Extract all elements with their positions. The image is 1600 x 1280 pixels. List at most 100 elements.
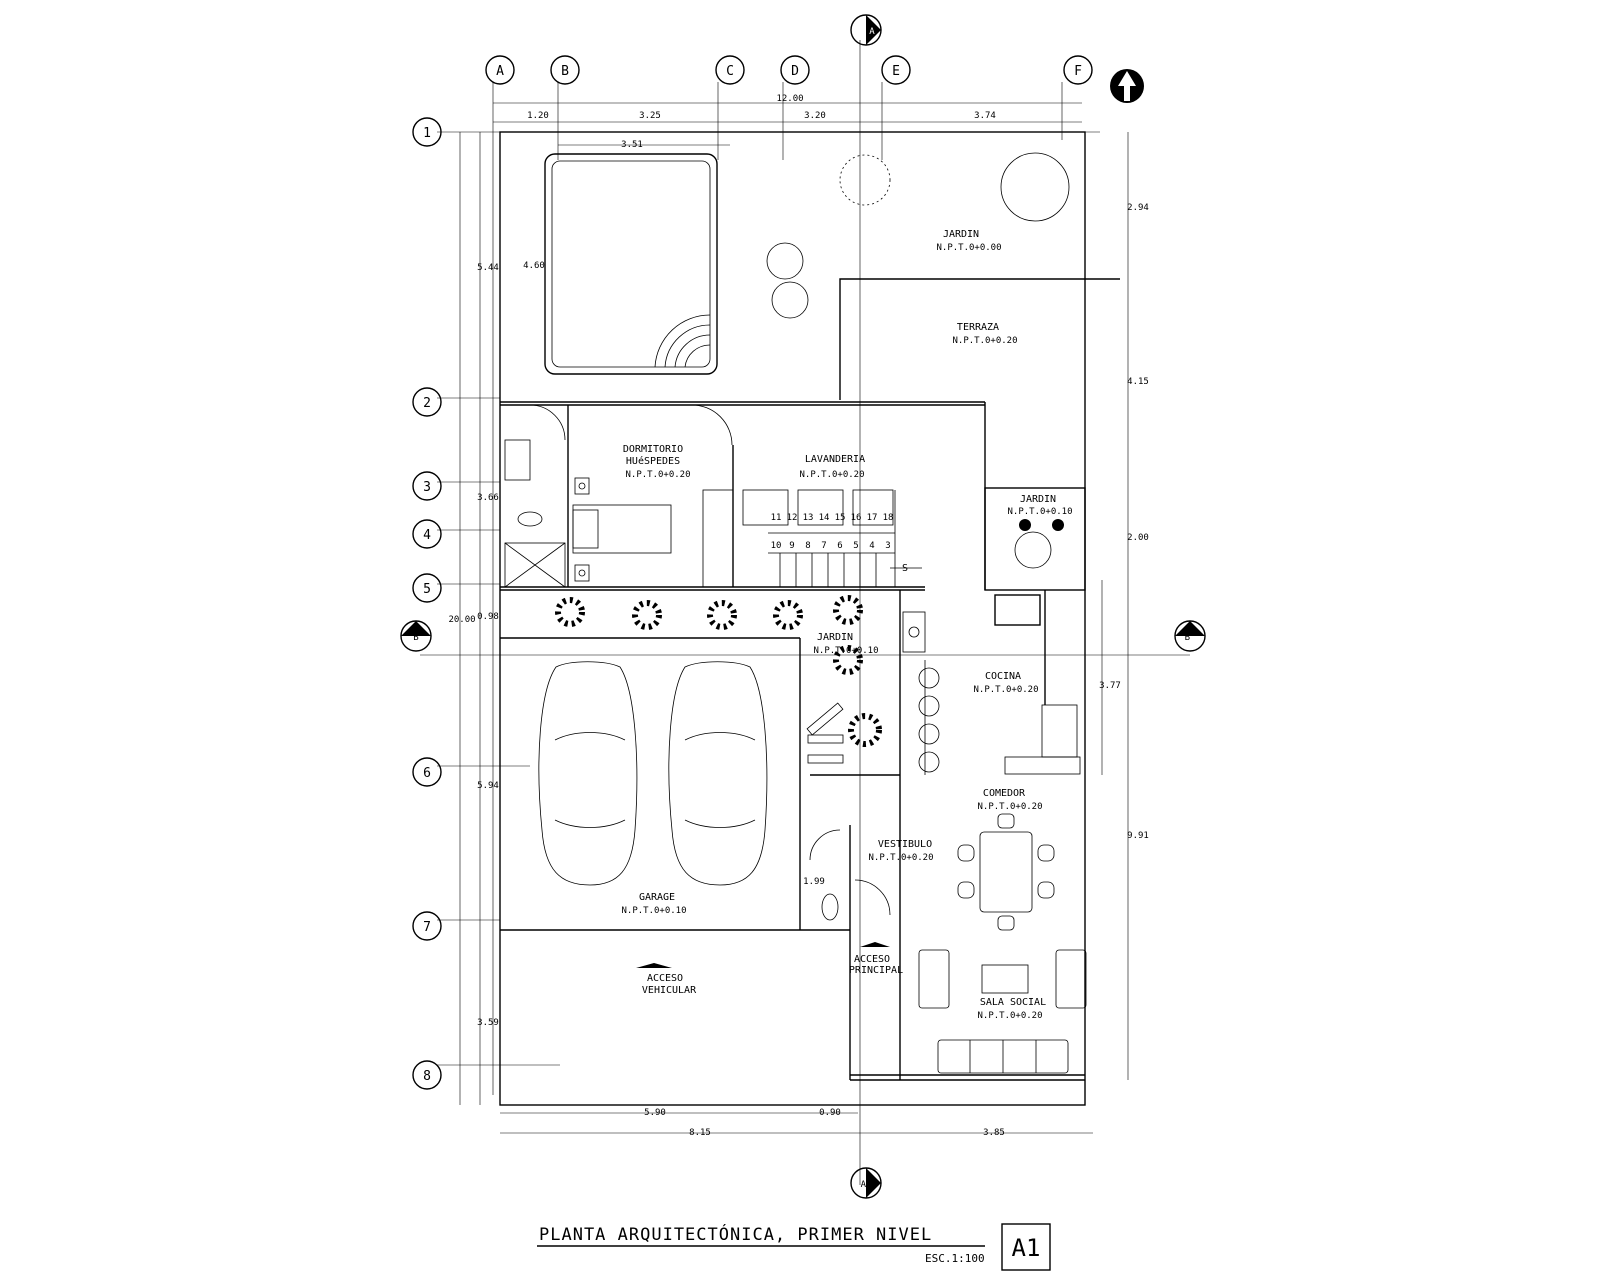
axis-bubble-e: E bbox=[881, 55, 911, 85]
axis-bubble-c: C bbox=[715, 55, 745, 85]
section-marker-b-right: B' bbox=[1174, 620, 1206, 652]
dim-total-height: 20.00 bbox=[448, 615, 475, 625]
north-arrow-icon bbox=[1110, 69, 1144, 103]
stair-step-number: 11 bbox=[771, 513, 782, 523]
axis-bubble-6: 6 bbox=[412, 757, 442, 787]
jardin-right-level: N.P.T.0+0.10 bbox=[1007, 507, 1072, 517]
left-axis-bubbles: 1 2 3 4 5 6 7 8 bbox=[412, 117, 442, 1090]
dimensions-bottom: 5.90 0.90 8.15 3.85 bbox=[500, 1108, 1093, 1138]
acceso-principal-arrow bbox=[860, 942, 890, 947]
acceso-principal-1: ACCESO bbox=[854, 954, 890, 965]
dim-r1: 2.94 bbox=[1127, 203, 1149, 213]
palm-trees bbox=[555, 595, 882, 747]
bathroom bbox=[504, 404, 566, 588]
axis-bubble-4: 4 bbox=[412, 519, 442, 549]
dormitorio-name-1: DORMITORIO bbox=[623, 444, 683, 455]
axis-bubble-2: 2 bbox=[412, 387, 442, 417]
jardin-top-name: JARDIN bbox=[943, 229, 979, 240]
svg-text:1: 1 bbox=[423, 126, 431, 141]
lot-boundary bbox=[499, 131, 1086, 1106]
bed bbox=[572, 477, 672, 582]
dim-b2: 0.90 bbox=[819, 1108, 841, 1118]
stair-step-number: 7 bbox=[821, 541, 826, 551]
section-marker-b-left: B bbox=[400, 620, 432, 652]
dim-e-f: 3.74 bbox=[974, 111, 996, 121]
axis-grid bbox=[420, 40, 1190, 1185]
living-room-furniture bbox=[918, 949, 1087, 1074]
stair-step-number: 8 bbox=[805, 541, 810, 551]
svg-text:4: 4 bbox=[423, 528, 431, 543]
stair-step-number: 4 bbox=[869, 541, 874, 551]
stair-step-number: 14 bbox=[819, 513, 830, 523]
drawing-scale: ESC.1:100 bbox=[925, 1252, 985, 1265]
dim-pool-height: 4.60 bbox=[523, 261, 545, 271]
sheet-number: A1 bbox=[1012, 1234, 1041, 1262]
stair-step-number: 9 bbox=[789, 541, 794, 551]
svg-text:6: 6 bbox=[423, 766, 431, 781]
dim-total-width: 12.00 bbox=[776, 94, 803, 104]
sala-name: SALA SOCIAL bbox=[980, 997, 1046, 1008]
dim-c-e: 3.20 bbox=[804, 111, 826, 121]
drawing-title: PLANTA ARQUITECTÓNICA, PRIMER NIVEL bbox=[539, 1223, 932, 1245]
svg-text:A: A bbox=[496, 64, 504, 79]
section-marker-a-bottom: A' bbox=[850, 1167, 882, 1199]
terraza-level: N.P.T.0+0.20 bbox=[952, 336, 1017, 346]
dimensions-left: 20.00 5.44 3.66 0.98 5.94 3.59 4.60 bbox=[448, 132, 545, 1105]
svg-text:5: 5 bbox=[423, 582, 431, 597]
axis-bubble-a: A bbox=[485, 55, 515, 85]
dimensions-top: 12.00 1.20 3.25 3.20 3.74 3.51 bbox=[493, 94, 1082, 150]
axis-bubble-8: 8 bbox=[412, 1060, 442, 1090]
stair-step-number: 18 bbox=[883, 513, 894, 523]
sala-level: N.P.T.0+0.20 bbox=[977, 1011, 1042, 1021]
dim-6: 5.94 bbox=[477, 781, 499, 791]
jardin-mid-level: N.P.T.0+0.10 bbox=[813, 646, 878, 656]
stair-step-number: 10 bbox=[771, 541, 782, 551]
pool bbox=[544, 153, 718, 375]
svg-text:F: F bbox=[1074, 64, 1082, 79]
dim-b-c: 3.25 bbox=[639, 111, 661, 121]
dim-pool-width: 3.51 bbox=[621, 140, 643, 150]
stair-step-number: 5 bbox=[853, 541, 858, 551]
stair-step-number: 3 bbox=[885, 541, 890, 551]
stair-step-number: 6 bbox=[837, 541, 842, 551]
cocina-level: N.P.T.0+0.20 bbox=[973, 685, 1038, 695]
top-axis-bubbles: A B C D E F bbox=[485, 55, 1093, 85]
lavanderia-name: LAVANDERIA bbox=[805, 454, 865, 465]
dim-r2: 4.15 bbox=[1127, 377, 1149, 387]
svg-text:C: C bbox=[726, 64, 734, 79]
garage-level: N.P.T.0+0.10 bbox=[621, 906, 686, 916]
acceso-vehicular-1: ACCESO bbox=[647, 973, 683, 984]
vestibulo-fixtures bbox=[809, 829, 891, 921]
dim-b1: 5.90 bbox=[644, 1108, 666, 1118]
svg-text:D: D bbox=[791, 64, 799, 79]
kitchen-fixtures bbox=[902, 611, 1081, 775]
vestibulo-level: N.P.T.0+0.20 bbox=[868, 853, 933, 863]
garden-right-plants bbox=[994, 519, 1064, 626]
axis-bubble-1: 1 bbox=[412, 117, 442, 147]
dim-r3: 2.00 bbox=[1127, 533, 1149, 543]
house-walls bbox=[500, 401, 1086, 1081]
dim-1-2: 5.44 bbox=[477, 263, 499, 273]
dormitorio-name-2: HUéSPEDES bbox=[626, 455, 680, 467]
dim-b4: 3.85 bbox=[983, 1128, 1005, 1138]
dimensions-right: 2.94 4.15 2.00 3.77 9.91 bbox=[1099, 132, 1149, 1080]
stair-step-number: 17 bbox=[867, 513, 878, 523]
dormitorio-level: N.P.T.0+0.20 bbox=[625, 470, 690, 480]
svg-text:8: 8 bbox=[423, 1069, 431, 1084]
dim-7-8: 3.59 bbox=[477, 1018, 499, 1028]
comedor-level: N.P.T.0+0.20 bbox=[977, 802, 1042, 812]
axis-bubble-d: D bbox=[780, 55, 810, 85]
acceso-principal-2: PRINCIPAL bbox=[849, 965, 903, 976]
svg-text:B': B' bbox=[1185, 633, 1196, 643]
stair: S bbox=[768, 490, 922, 587]
svg-text:3: 3 bbox=[423, 480, 431, 495]
axis-bubble-f: F bbox=[1063, 55, 1093, 85]
dim-5-b: 0.98 bbox=[477, 612, 499, 622]
jardin-top-level: N.P.T.0+0.00 bbox=[936, 243, 1001, 253]
vestibulo-name: VESTIBULO bbox=[878, 839, 932, 850]
svg-text:7: 7 bbox=[423, 920, 431, 935]
stair-step-number: 15 bbox=[835, 513, 846, 523]
cocina-name: COCINA bbox=[985, 671, 1021, 682]
laundry-fixtures bbox=[691, 404, 894, 588]
